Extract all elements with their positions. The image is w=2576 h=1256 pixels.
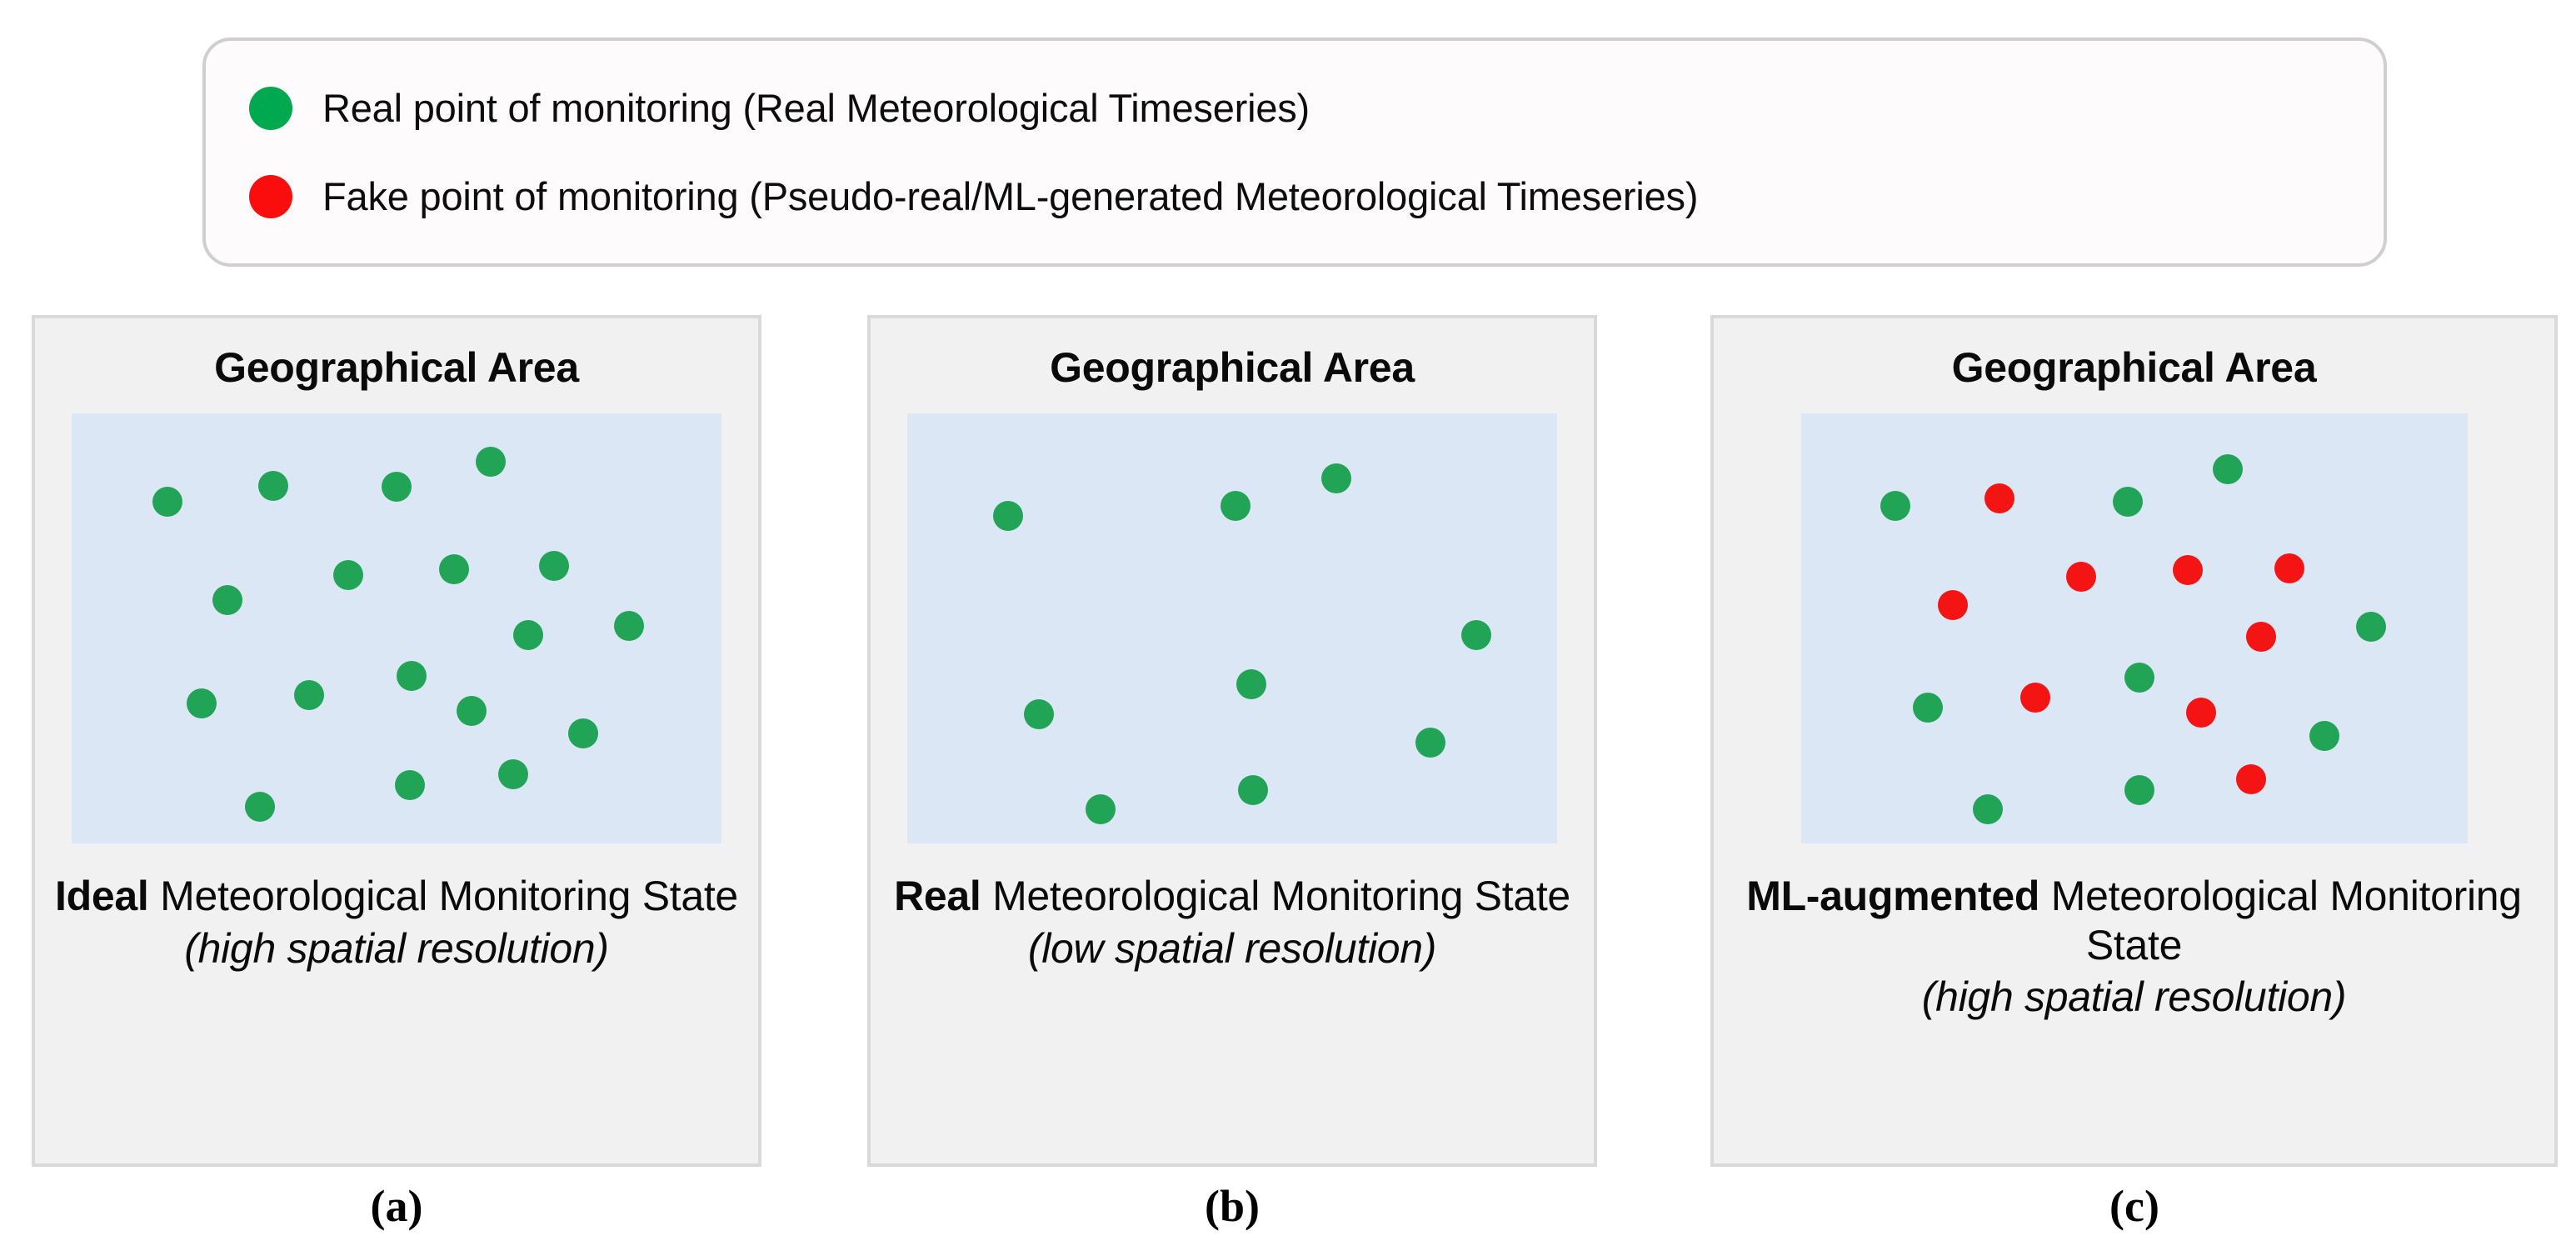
real-monitoring-point xyxy=(1220,490,1251,521)
real-monitoring-point xyxy=(2112,486,2143,517)
fake-monitoring-point xyxy=(2172,555,2203,586)
real-monitoring-point xyxy=(439,553,470,584)
legend-box: Real point of monitoring (Real Meteorolo… xyxy=(202,38,2387,267)
subfigure-label-c: (c) xyxy=(2109,1181,2159,1231)
real-monitoring-point xyxy=(1415,727,1445,758)
real-monitoring-point xyxy=(476,447,507,478)
real-monitoring-point xyxy=(2212,454,2243,485)
real-monitoring-point xyxy=(396,660,427,691)
caption-sub: (high spatial resolution) xyxy=(1921,973,2347,1020)
panel-ideal: Geographical Area Ideal Meteorological M… xyxy=(32,315,761,1167)
real-monitoring-point xyxy=(567,718,598,749)
fake-monitoring-point xyxy=(2235,763,2266,794)
real-monitoring-point xyxy=(538,551,569,582)
real-monitoring-point xyxy=(212,585,243,616)
caption-rest: Meteorological Monitoring State xyxy=(2039,873,2522,968)
legend-label-real: Real point of monitoring (Real Meteorolo… xyxy=(322,86,1310,130)
map-area xyxy=(907,413,1557,843)
panel-caption: Ideal Meteorological Monitoring State (h… xyxy=(35,872,758,973)
map-area xyxy=(1800,413,2468,843)
real-monitoring-point xyxy=(187,688,217,719)
caption-strong: Ideal xyxy=(55,873,149,919)
real-monitoring-point xyxy=(497,759,528,790)
fake-monitoring-point xyxy=(1984,483,2014,514)
subfigure-label-b: (b) xyxy=(1205,1181,1260,1231)
legend-label-fake: Fake point of monitoring (Pseudo-real/ML… xyxy=(322,174,1699,218)
panel-title: Geographical Area xyxy=(214,344,579,391)
real-monitoring-point xyxy=(1237,774,1268,805)
real-monitoring-point xyxy=(1320,463,1351,494)
real-monitoring-point xyxy=(2124,774,2154,805)
fake-monitoring-point xyxy=(2020,682,2051,713)
subfigure-label-a: (a) xyxy=(370,1181,423,1231)
panel-ml-augmented: Geographical Area ML-augmented Meteorolo… xyxy=(1710,315,2558,1167)
green-dot-icon xyxy=(249,86,292,130)
caption-strong: Real xyxy=(894,873,981,919)
legend-item-real: Real point of monitoring (Real Meteorolo… xyxy=(249,76,2384,141)
real-monitoring-point xyxy=(394,769,425,800)
real-monitoring-point xyxy=(2309,721,2339,751)
panel-title: Geographical Area xyxy=(1050,344,1415,391)
fake-monitoring-point xyxy=(2185,697,2216,728)
real-monitoring-point xyxy=(992,500,1023,531)
caption-sub: (low spatial resolution) xyxy=(1027,924,1437,972)
real-monitoring-point xyxy=(2355,611,2386,642)
real-monitoring-point xyxy=(257,470,288,501)
caption-rest: Meteorological Monitoring State xyxy=(148,873,738,919)
real-monitoring-point xyxy=(456,695,487,726)
caption-rest: Meteorological Monitoring State xyxy=(981,873,1570,919)
real-monitoring-point xyxy=(333,560,364,591)
panel-caption: Real Meteorological Monitoring State (lo… xyxy=(871,872,1594,973)
real-monitoring-point xyxy=(513,619,544,650)
real-monitoring-point xyxy=(152,486,183,517)
caption-strong: ML-augmented xyxy=(1746,873,2040,919)
caption-sub: (high spatial resolution) xyxy=(184,924,609,972)
real-monitoring-point xyxy=(1024,699,1055,730)
legend-item-fake: Fake point of monitoring (Pseudo-real/ML… xyxy=(249,164,2384,229)
fake-monitoring-point xyxy=(2065,562,2096,593)
real-monitoring-point xyxy=(1460,619,1491,650)
real-monitoring-point xyxy=(1972,793,2003,824)
map-area xyxy=(72,413,721,843)
fake-monitoring-point xyxy=(1937,589,1968,620)
real-monitoring-point xyxy=(1085,793,1116,824)
red-dot-icon xyxy=(249,174,292,218)
real-monitoring-point xyxy=(245,792,276,823)
real-monitoring-point xyxy=(1912,693,1943,723)
real-monitoring-point xyxy=(1880,490,1911,521)
fake-monitoring-point xyxy=(2274,553,2304,583)
real-monitoring-point xyxy=(2124,663,2154,693)
real-monitoring-point xyxy=(1236,669,1267,700)
real-monitoring-point xyxy=(614,610,645,641)
panel-title: Geographical Area xyxy=(1951,344,2317,391)
fake-monitoring-point xyxy=(2245,622,2276,653)
real-monitoring-point xyxy=(293,679,324,710)
panel-real: Geographical Area Real Meteorological Mo… xyxy=(867,315,1597,1167)
panel-caption: ML-augmented Meteorological Monitoring S… xyxy=(1714,872,2554,1022)
real-monitoring-point xyxy=(382,471,412,502)
